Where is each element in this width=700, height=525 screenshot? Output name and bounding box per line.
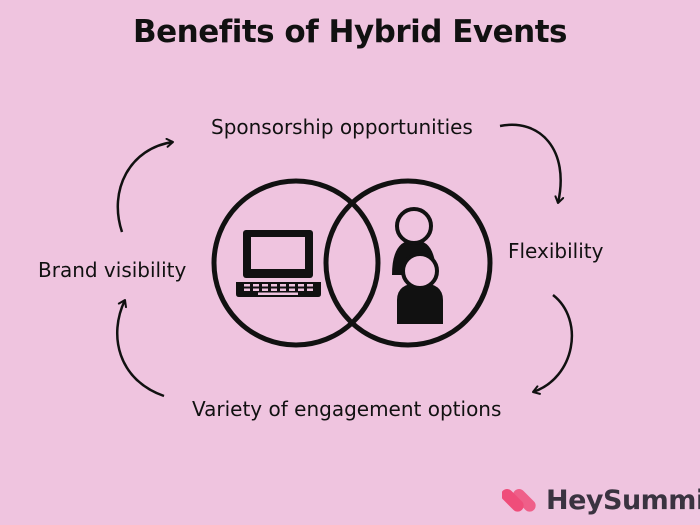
people-icon bbox=[392, 207, 443, 324]
label-brand-visibility: Brand visibility bbox=[38, 258, 187, 282]
right-circle bbox=[323, 178, 493, 348]
arrow-to-sponsorship bbox=[116, 137, 174, 233]
arrow-to-flexibility bbox=[499, 123, 565, 204]
arrow-to-variety bbox=[532, 294, 574, 395]
laptop-icon bbox=[236, 230, 321, 297]
arrow-to-brand bbox=[116, 299, 165, 398]
brand-name: HeySummit bbox=[546, 484, 700, 516]
diagram-title: Benefits of Hybrid Events bbox=[133, 14, 568, 50]
heysummit-logo: HeySummit bbox=[502, 480, 700, 520]
left-circle bbox=[211, 178, 381, 348]
label-flexibility: Flexibility bbox=[508, 239, 604, 263]
label-variety: Variety of engagement options bbox=[192, 397, 502, 421]
label-sponsorship: Sponsorship opportunities bbox=[211, 115, 473, 139]
heysummit-logo-icon bbox=[502, 489, 536, 512]
